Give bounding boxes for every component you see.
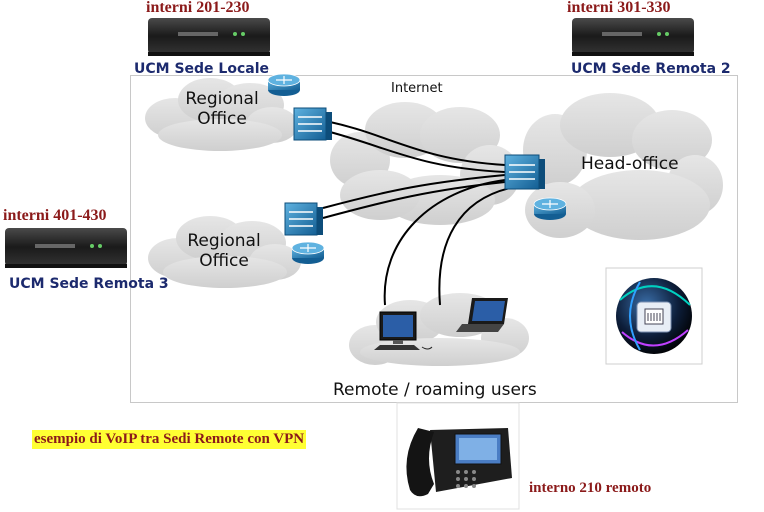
interni-201-230-label: interni 201-230	[146, 0, 250, 16]
regional-office-cloud-1	[145, 78, 298, 151]
router-icon	[291, 241, 325, 264]
head-office-label: Head-office	[581, 154, 679, 174]
interni-301-330-label: interni 301-330	[567, 0, 671, 16]
router-icon	[533, 197, 567, 220]
interni-401-430-label: interni 401-430	[3, 207, 107, 224]
ip-phone-icon	[396, 402, 520, 510]
firewall-icon	[504, 154, 545, 190]
regional-office-1-label: Regional Office	[185, 89, 259, 129]
ucm-device-icon	[572, 18, 694, 56]
firewall-icon	[293, 107, 332, 141]
ucm-sede-remota-3-label: UCM Sede Remota 3	[9, 276, 169, 292]
regional-office-2-label: Regional Office	[187, 231, 261, 271]
router-icon	[267, 73, 301, 96]
interno-210-remoto-label: interno 210 remoto	[529, 480, 652, 496]
vpn-links	[322, 121, 511, 306]
laptop-icon	[456, 298, 508, 332]
firewall-icon	[284, 202, 323, 236]
ucm-sede-locale-label: UCM Sede Locale	[134, 61, 269, 77]
desktop-computer-icon	[374, 311, 433, 350]
voip-globe-icon	[605, 267, 703, 365]
ucm-device-icon	[5, 228, 127, 268]
regional-office-cloud-2	[148, 216, 301, 288]
internet-label: Internet	[391, 81, 443, 96]
ucm-sede-remota-2-label: UCM Sede Remota 2	[571, 61, 731, 77]
diagram-caption: esempio di VoIP tra Sedi Remote con VPN	[32, 430, 307, 449]
remote-users-label: Remote / roaming users	[333, 380, 537, 400]
ucm-device-icon	[148, 18, 270, 56]
